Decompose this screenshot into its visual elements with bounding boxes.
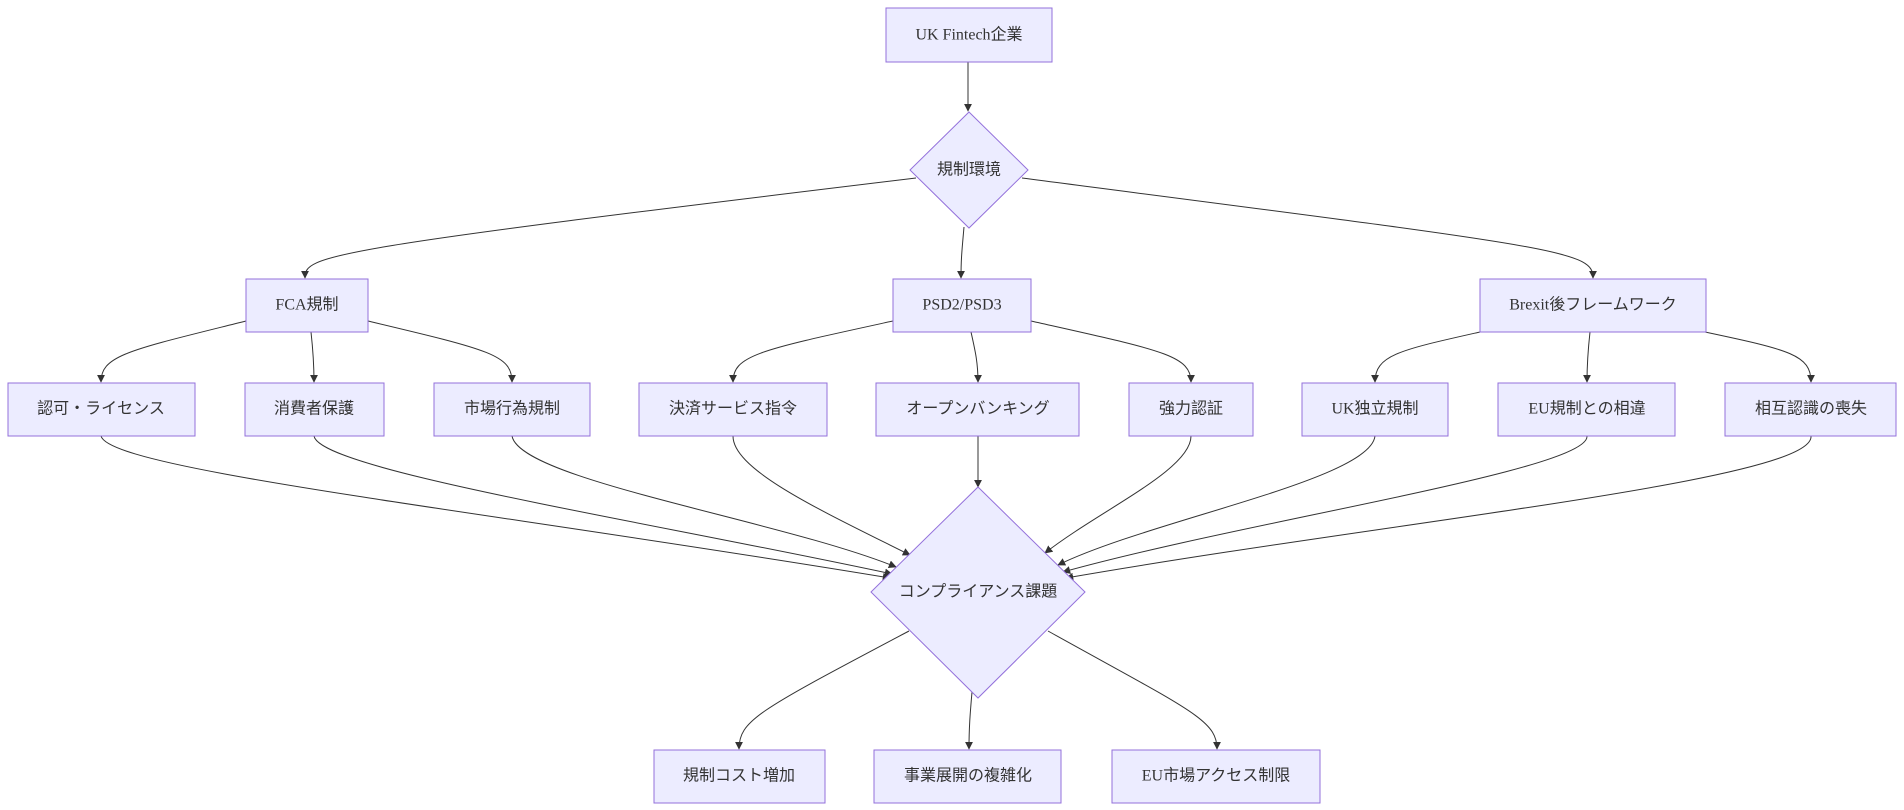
edges-layer	[97, 62, 1815, 750]
edge-regulatory-environment-to-brexit	[1021, 177, 1597, 279]
node-brexit: Brexit後フレームワーク	[1479, 278, 1707, 333]
node-eu-access-label: EU市場アクセス制限	[1142, 767, 1291, 785]
edge-strong-auth-to-compliance	[1044, 435, 1192, 554]
node-license-label: 認可・ライセンス	[37, 400, 165, 418]
edge-mutual-recognition-to-compliance	[1065, 435, 1812, 581]
node-regulatory-environment: 規制環境	[909, 111, 1029, 229]
edge-market-conduct-to-compliance	[511, 435, 897, 569]
node-eu-access: EU市場アクセス制限	[1111, 749, 1321, 804]
node-mutual-recognition: 相互認識の喪失	[1724, 382, 1897, 437]
node-mutual-recognition-label: 相互認識の喪失	[1755, 400, 1867, 418]
node-business-complexity-label: 事業展開の複雑化	[904, 767, 1032, 785]
node-brexit-label: Brexit後フレームワーク	[1509, 296, 1677, 314]
edge-compliance-to-eu-access	[1047, 630, 1221, 750]
node-open-banking: オープンバンキング	[875, 382, 1080, 437]
node-compliance-label: コンプライアンス課題	[899, 583, 1058, 601]
node-psd: PSD2/PSD3	[892, 278, 1032, 333]
edge-license-to-compliance	[100, 435, 891, 581]
node-open-banking-label: オープンバンキング	[906, 400, 1049, 418]
node-cost-increase: 規制コスト増加	[653, 749, 826, 804]
nodes-layer: UK Fintech企業 規制環境 FCA規制 PSD2/PSD3 Brexit…	[7, 7, 1897, 804]
node-payment-services-label: 決済サービス指令	[669, 400, 797, 418]
edge-psd-to-strong-auth	[1030, 320, 1195, 383]
edge-eu-divergence-to-compliance	[1062, 435, 1588, 574]
node-strong-auth-label: 強力認証	[1159, 400, 1223, 418]
edge-compliance-to-cost-increase	[735, 630, 910, 750]
edge-uk-independent-to-compliance	[1057, 435, 1376, 566]
node-uk-independent: UK独立規制	[1301, 382, 1449, 437]
edge-regulatory-environment-to-psd	[957, 226, 966, 279]
node-compliance: コンプライアンス課題	[870, 486, 1086, 699]
edge-psd-to-payment-services	[729, 320, 894, 383]
node-consumer-protection-label: 消費者保護	[274, 400, 354, 418]
node-market-conduct: 市場行為規制	[433, 382, 591, 437]
edge-regulatory-environment-to-fca	[301, 177, 917, 279]
edge-consumer-protection-to-compliance	[313, 435, 893, 577]
node-market-conduct-label: 市場行為規制	[464, 400, 560, 418]
node-start-label: UK Fintech企業	[915, 26, 1022, 44]
edge-brexit-to-uk-independent	[1371, 331, 1481, 383]
node-strong-auth: 強力認証	[1128, 382, 1254, 437]
node-license: 認可・ライセンス	[7, 382, 196, 437]
edge-fca-to-license	[97, 320, 247, 383]
node-business-complexity: 事業展開の複雑化	[873, 749, 1062, 804]
edge-compliance-to-business-complexity	[965, 691, 974, 750]
edge-psd-to-open-banking	[970, 331, 982, 383]
node-eu-divergence: EU規制との相違	[1497, 382, 1676, 437]
node-psd-label: PSD2/PSD3	[922, 297, 1001, 314]
edge-fca-to-market-conduct	[367, 320, 516, 383]
node-uk-independent-label: UK独立規制	[1331, 400, 1418, 418]
node-fca: FCA規制	[245, 278, 369, 333]
node-regulatory-environment-label: 規制環境	[937, 160, 1001, 179]
edge-brexit-to-mutual-recognition	[1704, 331, 1815, 383]
node-payment-services: 決済サービス指令	[638, 382, 828, 437]
edge-brexit-to-eu-divergence	[1583, 331, 1592, 383]
node-cost-increase-label: 規制コスト増加	[683, 767, 795, 785]
node-fca-label: FCA規制	[275, 296, 338, 314]
node-consumer-protection: 消費者保護	[244, 382, 385, 437]
edge-payment-services-to-compliance	[732, 435, 911, 556]
edge-fca-to-consumer-protection	[309, 331, 318, 383]
node-eu-divergence-label: EU規制との相違	[1528, 400, 1645, 418]
node-start: UK Fintech企業	[885, 7, 1053, 63]
